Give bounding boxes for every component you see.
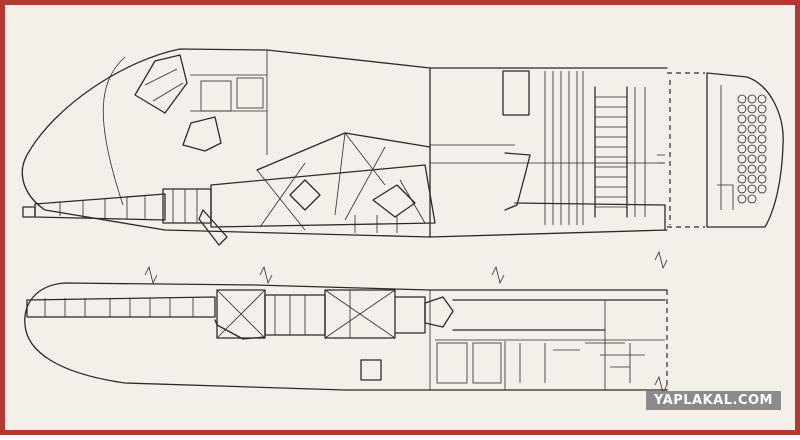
plan-lower-compartments [435, 339, 665, 390]
plan-ejection-chute [424, 296, 454, 328]
pilot-seat [182, 116, 222, 152]
side-fuselage-outline [21, 48, 668, 238]
plan-cannon-mount [214, 289, 426, 340]
side-rear-ammo-box [706, 72, 784, 228]
cockpit-canopy [134, 54, 188, 114]
side-ammo-rack [502, 70, 666, 231]
side-nose-line [102, 56, 126, 206]
break-marks [144, 250, 668, 395]
plan-view [24, 282, 668, 391]
plan-hatch [360, 359, 382, 381]
plan-fuselage-outline [24, 282, 668, 391]
plan-cannon-barrel [26, 296, 216, 318]
side-section-joint [667, 72, 705, 228]
watermark: YAPLAKAL.COM [646, 391, 781, 410]
side-cannon-barrel [22, 188, 212, 224]
side-cannon-mount [198, 132, 436, 246]
technical-drawing [21, 48, 784, 395]
side-view [21, 48, 784, 246]
